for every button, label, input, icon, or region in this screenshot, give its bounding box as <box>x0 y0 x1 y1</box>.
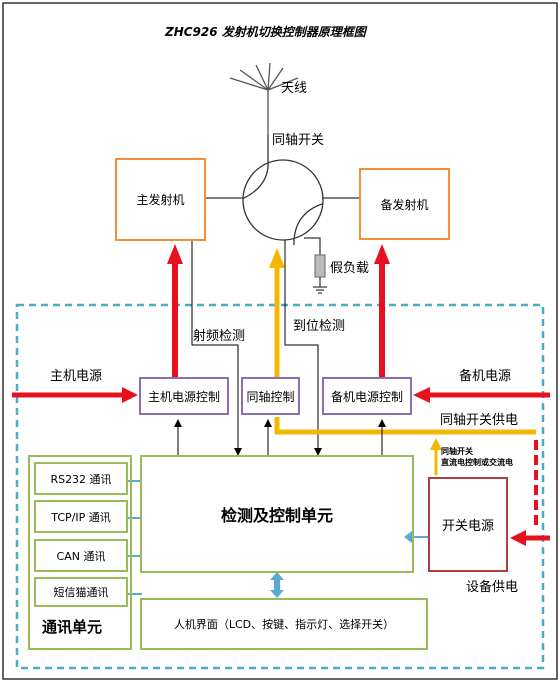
comm-item-can: CAN 通讯 <box>34 539 128 572</box>
hmi-box: 人机界面（LCD、按键、指示灯、选择开关） <box>140 598 428 650</box>
ground-icon <box>313 286 327 294</box>
coax-control-box: 同轴控制 <box>241 377 300 415</box>
main-transmitter-box: 主发射机 <box>115 158 206 241</box>
red-arrows <box>12 244 550 546</box>
control-unit-box: 检测及控制单元 <box>140 455 414 573</box>
backup-transmitter-box: 备发射机 <box>359 168 450 240</box>
comm-item-rs232: RS232 通讯 <box>34 462 128 495</box>
antenna-label: 天线 <box>281 81 308 96</box>
comm-item-sms: 短信猫通讯 <box>34 577 128 607</box>
switching-psu-box: 开关电源 <box>428 477 508 572</box>
main-power-control-box: 主机电源控制 <box>139 377 229 415</box>
position-detect-line <box>284 240 322 456</box>
page-title: ZHC926 发射机切换控制器原理框图 <box>165 25 366 39</box>
coax-supply-note-1: 同轴开关 <box>441 447 473 456</box>
backup-power-control-box: 备机电源控制 <box>322 377 412 415</box>
rf-detect-line <box>191 240 242 456</box>
comm-unit-box <box>28 455 132 650</box>
device-supply-label: 设备供电 <box>466 580 519 595</box>
dummy-load-label: 假负载 <box>330 261 370 276</box>
main-power-label: 主机电源 <box>50 369 103 384</box>
coax-switch-icon <box>205 135 360 245</box>
comm-item-tcpip: TCP/IP 通讯 <box>34 500 128 533</box>
yellow-arrows <box>269 248 536 475</box>
comm-unit-label: 通讯单元 <box>42 618 103 636</box>
control-region-border <box>15 303 545 670</box>
coax-switch-supply-label: 同轴开关供电 <box>440 413 519 428</box>
coax-supply-note-2: 直流电控制或交流电 <box>441 458 513 467</box>
coax-switch-label: 同轴开关 <box>272 133 325 148</box>
backup-power-label: 备机电源 <box>459 369 512 384</box>
antenna-icon <box>229 62 299 135</box>
rf-detect-label: 射频检测 <box>193 329 246 344</box>
position-detect-label: 到位检测 <box>293 319 346 334</box>
hmi-link <box>270 572 284 598</box>
resistor-icon <box>304 237 326 287</box>
